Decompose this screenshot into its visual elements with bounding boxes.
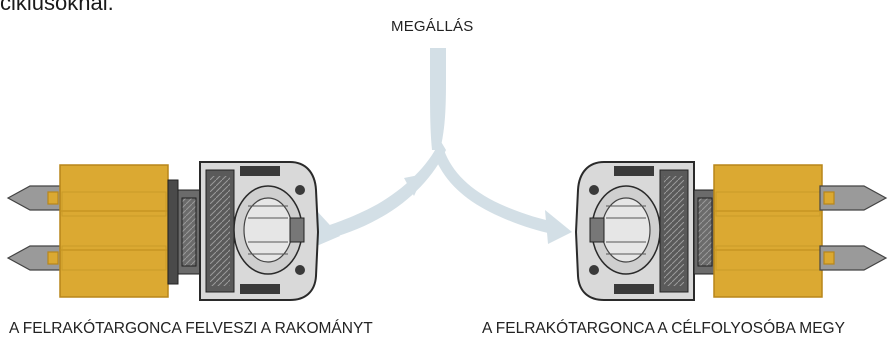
arrow-left-head bbox=[312, 210, 340, 248]
left-body bbox=[199, 161, 320, 301]
arrow-left-curve bbox=[320, 140, 446, 240]
flow-arrows bbox=[312, 48, 572, 248]
arrow-right-curve bbox=[436, 150, 555, 234]
left-mast bbox=[167, 179, 201, 285]
right-forks bbox=[819, 185, 888, 271]
stop-block bbox=[430, 48, 446, 66]
stop-stem bbox=[430, 66, 446, 150]
left-forks bbox=[6, 185, 63, 271]
right-load bbox=[713, 164, 823, 298]
arrow-right-head bbox=[545, 210, 572, 244]
caption-enter-target-aisle: A FELRAKÓTARGONCA A CÉLFOLYOSÓBA MEGY bbox=[482, 320, 845, 337]
arrow-left-top bbox=[404, 174, 424, 196]
caption-pick-up-load: A FELRAKÓTARGONCA FELVESZI A RAKOMÁNYT bbox=[9, 320, 373, 337]
intro-text-fragment: ciklusoknál. bbox=[0, 0, 114, 15]
forklift-right bbox=[574, 161, 888, 301]
left-load bbox=[59, 164, 169, 298]
stop-label: MEGÁLLÁS bbox=[391, 18, 474, 35]
right-body bbox=[574, 161, 695, 301]
forklift-left bbox=[6, 161, 320, 301]
